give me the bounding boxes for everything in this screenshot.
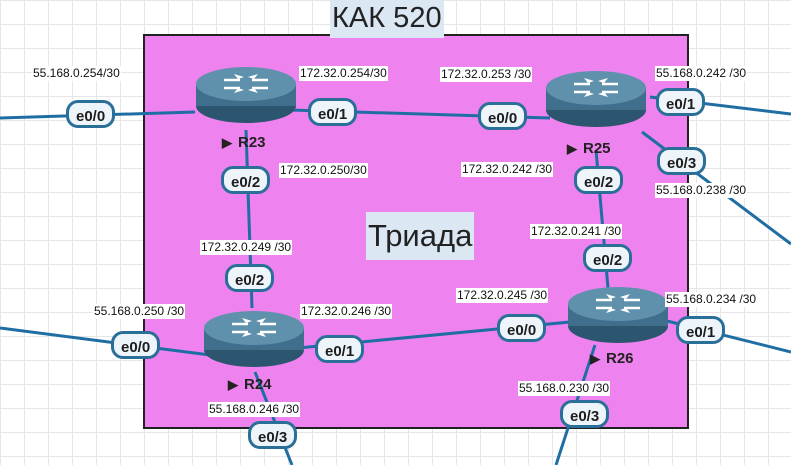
router-icon[interactable] (566, 282, 670, 346)
router-label-r25: ▶ R25 (567, 140, 611, 157)
ip-label-r25-e0-3: 55.168.0.238 /30 (655, 183, 748, 198)
router-label-r26: ▶ R26 (590, 350, 634, 367)
port-r23-e0-0[interactable]: e0/0 (66, 100, 116, 128)
port-r26-e0-2[interactable]: e0/2 (583, 244, 633, 272)
as-title: КАК 520 (330, 0, 444, 38)
port-r26-e0-3[interactable]: e0/3 (560, 400, 610, 428)
ip-label-r24-e0-0: 55.168.0.250 /30 (93, 304, 186, 319)
router-icon[interactable] (544, 66, 648, 130)
ip-label-r25-e0-2: 172.32.0.242 /30 (461, 162, 554, 177)
router-label-r23: ▶ R23 (222, 134, 266, 151)
ip-label-r25-e0-1: 55.168.0.242 /30 (655, 66, 748, 81)
router-name: R23 (238, 134, 266, 151)
ip-label-r24-e0-2: 172.32.0.249 /30 (200, 240, 293, 255)
ip-label-r26-e0-1: 55.168.0.234 /30 (665, 292, 758, 307)
ip-label-r23-e0-2: 172.32.0.250/30 (279, 163, 368, 178)
ip-label-r24-e0-3: 55.168.0.246 /30 (208, 402, 301, 417)
group-label: Триада (366, 212, 475, 260)
port-r26-e0-1[interactable]: e0/1 (676, 316, 726, 344)
router-icon[interactable] (202, 306, 306, 370)
ip-label-r23-e0-1: 172.32.0.254/30 (299, 66, 388, 81)
port-r23-e0-1[interactable]: e0/1 (308, 98, 358, 126)
ip-label-r23-e0-0: 55.168.0.254/30 (32, 66, 121, 81)
ip-label-r26-e0-2: 172.32.0.241 /30 (530, 224, 623, 239)
play-icon: ▶ (228, 377, 238, 392)
play-icon: ▶ (590, 351, 600, 366)
port-r25-e0-3[interactable]: e0/3 (657, 147, 707, 175)
ip-label-r26-e0-3: 55.168.0.230 /30 (518, 381, 611, 396)
router-label-r24: ▶ R24 (228, 376, 272, 393)
router-icon[interactable] (194, 62, 298, 126)
link-r24-external-e00[interactable] (0, 326, 211, 357)
router-name: R24 (244, 376, 272, 393)
port-r24-e0-3[interactable]: e0/3 (248, 421, 298, 449)
router-name: R26 (606, 350, 634, 367)
port-r25-e0-1[interactable]: e0/1 (656, 88, 706, 116)
link-r24-external-e03[interactable] (253, 371, 294, 465)
port-r24-e0-1[interactable]: e0/1 (315, 335, 365, 363)
ip-label-r26-e0-0: 172.32.0.245 /30 (456, 288, 549, 303)
play-icon: ▶ (222, 135, 232, 150)
router-name: R25 (583, 140, 611, 157)
port-r26-e0-0[interactable]: e0/0 (497, 314, 547, 342)
port-r24-e0-2[interactable]: e0/2 (225, 264, 275, 292)
port-r25-e0-2[interactable]: e0/2 (574, 166, 624, 194)
ip-label-r24-e0-1: 172.32.0.246 /30 (300, 304, 393, 319)
port-r23-e0-2[interactable]: e0/2 (221, 166, 271, 194)
port-r25-e0-0[interactable]: e0/0 (478, 102, 528, 130)
ip-label-r25-e0-0: 172.32.0.253 /30 (440, 67, 533, 82)
play-icon: ▶ (567, 141, 577, 156)
port-r24-e0-0[interactable]: e0/0 (111, 331, 161, 359)
